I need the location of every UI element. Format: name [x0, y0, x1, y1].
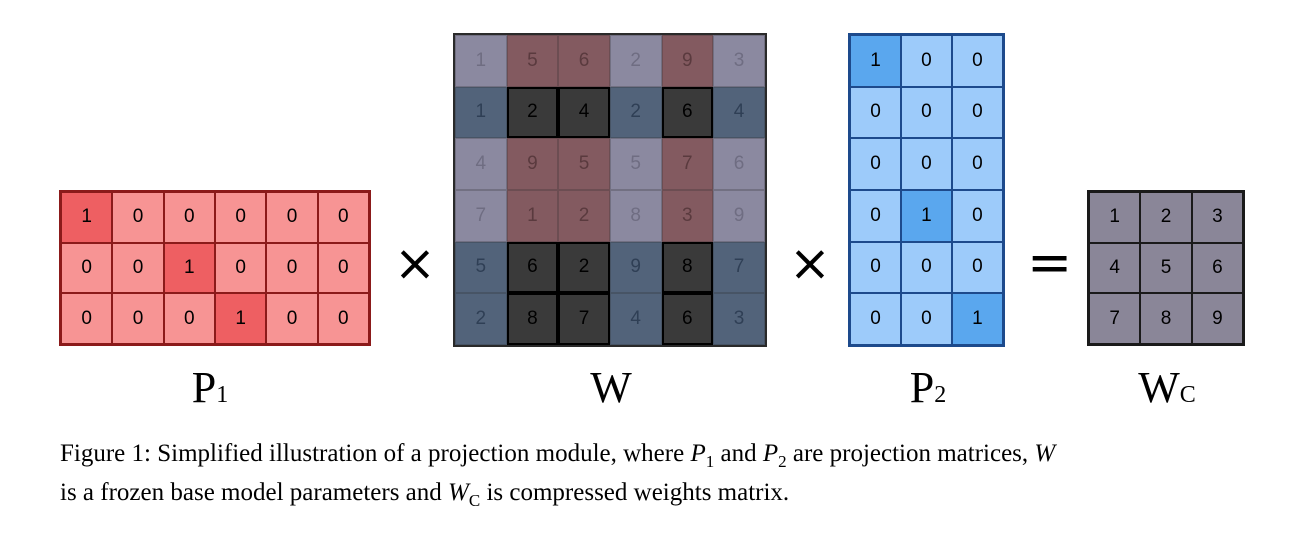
w-cell: 6 — [661, 86, 714, 139]
p1-cell: 0 — [266, 242, 318, 294]
w-cell: 3 — [713, 35, 765, 87]
w-cell: 1 — [506, 189, 559, 242]
p1-cell: 0 — [214, 242, 267, 294]
p2-label: P2 — [909, 363, 947, 412]
p2-cell: 0 — [900, 293, 952, 345]
wc-cell: 6 — [1191, 242, 1244, 294]
p2-cell: 1 — [850, 35, 901, 87]
w-cell: 1 — [455, 86, 507, 139]
w-cell: 9 — [713, 189, 765, 242]
p2-cell: 0 — [951, 35, 1003, 87]
p2-cell: 0 — [900, 86, 952, 139]
wc-cell: 7 — [1089, 293, 1141, 344]
w-cell: 4 — [609, 293, 662, 345]
w-cell: 7 — [558, 293, 610, 345]
p1-cell: 0 — [112, 242, 164, 294]
w-cell: 6 — [713, 138, 765, 190]
p2-cell: 0 — [900, 35, 952, 87]
w-cell: 1 — [455, 35, 507, 87]
w-cell: 2 — [506, 86, 559, 139]
multiply-operator-2: × — [789, 234, 831, 292]
wc-cell: 5 — [1140, 242, 1192, 294]
p1-cell: 0 — [214, 192, 267, 243]
w-cell: 3 — [661, 189, 714, 242]
equals-operator: = — [1027, 231, 1073, 294]
w-cell: 2 — [558, 241, 610, 294]
w-cell: 7 — [661, 138, 714, 190]
p2-cell: 0 — [900, 241, 952, 294]
w-cell: 9 — [661, 35, 714, 87]
p1-cell: 0 — [61, 293, 113, 344]
wc-label: WC — [1138, 363, 1196, 412]
w-cell: 6 — [558, 35, 610, 87]
multiply-operator-1: × — [394, 234, 436, 292]
p2-cell: 0 — [951, 138, 1003, 190]
p1-cell: 0 — [61, 242, 113, 294]
p2-cell: 0 — [850, 293, 901, 345]
w-cell: 8 — [609, 189, 662, 242]
w-cell: 9 — [506, 138, 559, 190]
wc-cell: 3 — [1191, 192, 1244, 243]
w-cell: 2 — [609, 86, 662, 139]
caption-line-2: is a frozen base model parameters and WC… — [60, 479, 790, 510]
wc-cell: 2 — [1140, 192, 1192, 243]
w-cell: 7 — [455, 189, 507, 242]
p1-cell: 1 — [214, 293, 267, 344]
p1-cell: 0 — [266, 192, 318, 243]
p2-cell: 0 — [900, 138, 952, 190]
w-cell: 9 — [609, 241, 662, 294]
p2-cell: 0 — [850, 86, 901, 139]
w-cell: 5 — [609, 138, 662, 190]
wc-cell: 8 — [1140, 293, 1192, 344]
figure-caption: Figure 1: Simplified illustration of a p… — [60, 438, 1260, 516]
p1-cell: 0 — [112, 293, 164, 344]
w-cell: 3 — [713, 293, 765, 345]
p2-cell: 0 — [850, 138, 901, 190]
w-cell: 4 — [558, 86, 610, 139]
wc-cell: 1 — [1089, 192, 1141, 243]
p2-cell: 0 — [951, 189, 1003, 242]
w-label: W — [590, 363, 632, 412]
p2-cell: 0 — [951, 86, 1003, 139]
p2-cell: 0 — [850, 189, 901, 242]
p2-cell: 0 — [850, 241, 901, 294]
p2-cell: 1 — [951, 293, 1003, 345]
p1-cell: 0 — [317, 242, 369, 294]
w-cell: 7 — [713, 241, 765, 294]
p1-label: P1 — [191, 363, 229, 412]
p2-cell: 0 — [951, 241, 1003, 294]
p1-cell: 0 — [317, 192, 369, 243]
wc-cell: 9 — [1191, 293, 1244, 344]
w-cell: 8 — [506, 293, 559, 345]
w-cell: 2 — [558, 189, 610, 242]
w-cell: 6 — [661, 293, 714, 345]
caption-line-1: Figure 1: Simplified illustration of a p… — [60, 440, 1056, 471]
w-cell: 5 — [506, 35, 559, 87]
w-cell: 2 — [609, 35, 662, 87]
p1-cell: 0 — [163, 192, 215, 243]
w-cell: 4 — [713, 86, 765, 139]
w-cell: 4 — [455, 138, 507, 190]
w-cell: 5 — [558, 138, 610, 190]
w-cell: 6 — [506, 241, 559, 294]
p1-cell: 1 — [61, 192, 113, 243]
wc-cell: 4 — [1089, 242, 1141, 294]
w-cell: 2 — [455, 293, 507, 345]
p1-cell: 0 — [163, 293, 215, 344]
p1-cell: 0 — [317, 293, 369, 344]
p2-cell: 1 — [900, 189, 952, 242]
p1-cell: 1 — [163, 242, 215, 294]
p1-cell: 0 — [112, 192, 164, 243]
w-cell: 5 — [455, 241, 507, 294]
p1-cell: 0 — [266, 293, 318, 344]
w-cell: 8 — [661, 241, 714, 294]
